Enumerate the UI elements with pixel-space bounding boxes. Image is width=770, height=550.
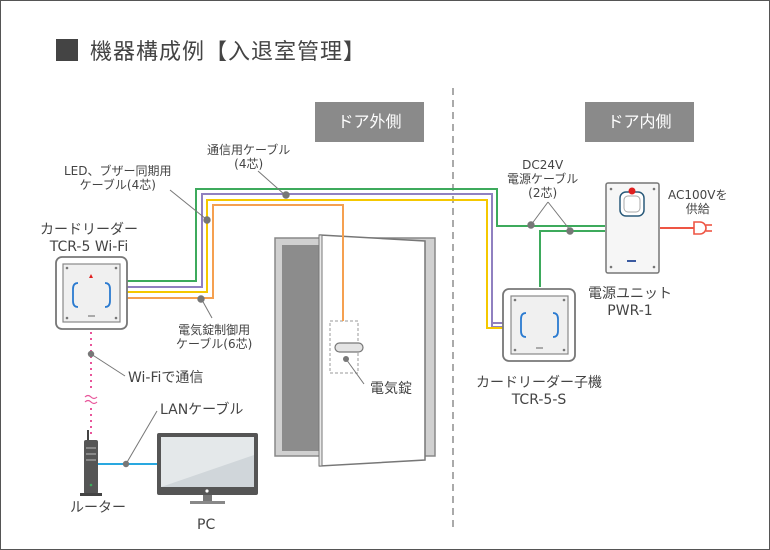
zone-label-inside: ドア内側 bbox=[585, 102, 694, 142]
ac-supply-label: AC100Vを 供給 bbox=[668, 188, 728, 216]
dc-cable-marker-dot-1 bbox=[527, 221, 535, 229]
comm-cable-green bbox=[127, 188, 605, 282]
dc-power-cable-label: DC24V 電源ケーブル (2芯) bbox=[507, 158, 579, 200]
led-buzzer-cable-label: LED、ブザー同期用 ケーブル(4芯) bbox=[64, 164, 172, 192]
door-handle bbox=[334, 342, 364, 353]
card-reader-label: カードリーダー TCR-5 Wi-Fi bbox=[40, 222, 138, 256]
card-reader-model: TCR-5 Wi-Fi bbox=[49, 239, 129, 255]
door-opening bbox=[282, 245, 320, 451]
router-label: ルーター bbox=[70, 500, 126, 516]
door-illustration bbox=[274, 234, 436, 467]
wifi-label: Wi-Fiで通信 bbox=[128, 370, 204, 386]
comm-cable-marker-dot bbox=[282, 191, 290, 199]
card-reader-tcr5-wifi bbox=[55, 256, 128, 330]
power-unit-model: PWR-1 bbox=[607, 303, 653, 319]
zone-label-outside: ドア外側 bbox=[315, 102, 424, 142]
pc-monitor bbox=[157, 433, 258, 504]
title-text: 機器構成例【入退室管理】 bbox=[90, 40, 367, 65]
comm-cable-label: 通信用ケーブル (4芯) bbox=[207, 143, 291, 171]
pc-label: PC bbox=[197, 517, 216, 533]
card-reader-tcr5-s bbox=[502, 288, 576, 362]
dc-cable-marker-dot-2 bbox=[566, 227, 574, 235]
power-led-icon bbox=[628, 187, 636, 195]
wifi-link bbox=[84, 332, 126, 434]
power-unit-label: 電源ユニット PWR-1 bbox=[588, 286, 672, 320]
sub-reader-label: カードリーダー子機 TCR-5-S bbox=[476, 375, 602, 409]
lan-cable-label: LANケーブル bbox=[160, 402, 244, 418]
ac-plug-icon bbox=[693, 221, 712, 235]
lock-control-cable-label: 電気錠制御用 ケーブル(6芯) bbox=[176, 323, 253, 351]
router-device bbox=[80, 430, 102, 496]
status-led-icon bbox=[89, 274, 93, 278]
wave-break-icon bbox=[84, 394, 98, 405]
card-reader-name: カードリーダー bbox=[40, 222, 138, 238]
dc-power-cable bbox=[539, 230, 605, 287]
power-unit-name: 電源ユニット bbox=[588, 286, 672, 302]
electric-lock-label: 電気錠 bbox=[370, 381, 412, 397]
power-unit-pwr1 bbox=[605, 182, 660, 274]
title-square-icon bbox=[56, 39, 78, 61]
lock-control-cable bbox=[127, 204, 344, 321]
page-title: 機器構成例【入退室管理】 bbox=[56, 34, 366, 66]
lock-cable-marker-dot bbox=[197, 295, 205, 303]
sub-reader-name: カードリーダー子機 bbox=[476, 375, 602, 391]
sub-reader-model: TCR-5-S bbox=[511, 392, 567, 408]
led-cable-marker-dot bbox=[203, 216, 211, 224]
